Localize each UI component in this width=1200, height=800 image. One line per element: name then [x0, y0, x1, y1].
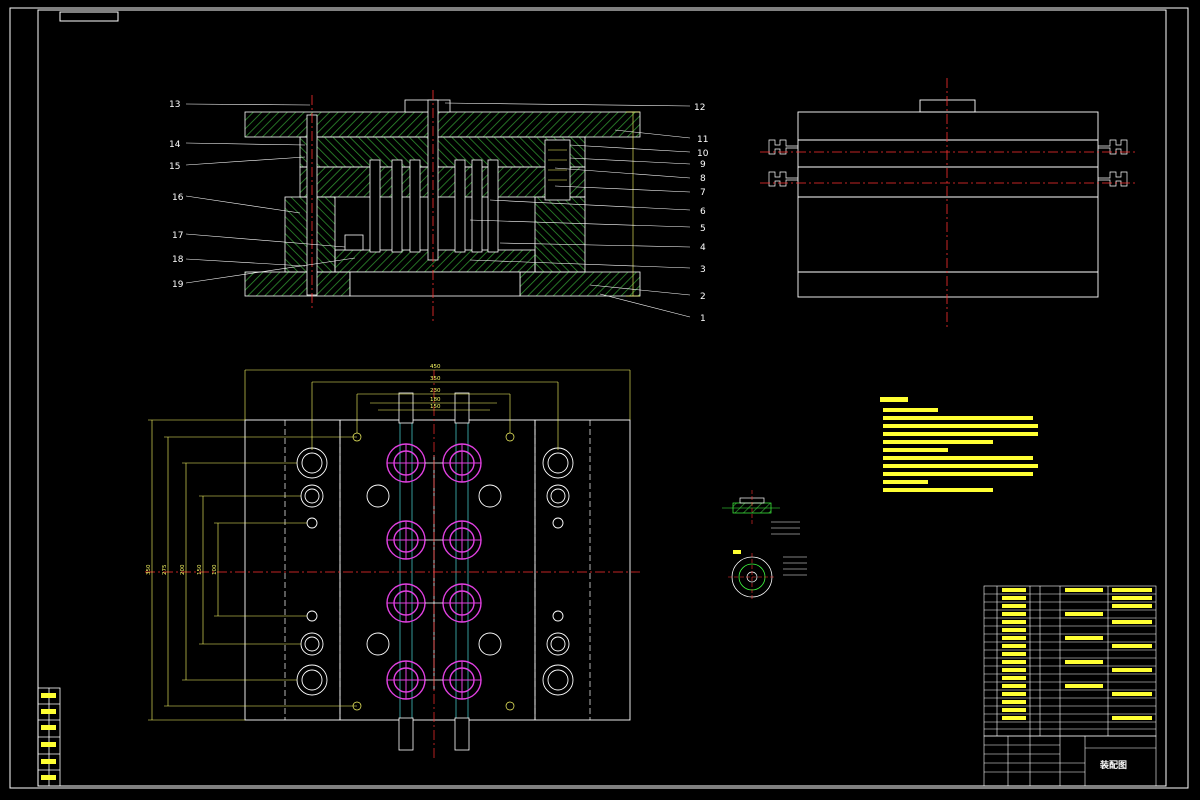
drawing-title: 装配图: [1099, 759, 1127, 771]
parts-list-entries: [1002, 588, 1152, 720]
dim-top-3: 230: [430, 388, 441, 394]
callout-16: 16: [172, 193, 184, 203]
plan-top-dimension-texts: 450 350 230 180 150: [430, 364, 441, 410]
plan-view: [145, 370, 640, 760]
callout-18: 18: [172, 255, 184, 265]
callout-5: 5: [700, 224, 706, 234]
dim-left-2: 275: [162, 564, 168, 575]
leader-lines-right: [444, 102, 691, 318]
technical-notes: [880, 397, 1038, 492]
callout-1: 1: [700, 314, 706, 324]
sheet-frame: [9, 7, 1189, 789]
dim-left-1: 350: [146, 564, 152, 575]
dim-top-1: 450: [430, 364, 441, 370]
callout-4: 4: [700, 243, 706, 253]
callout-12: 12: [694, 103, 705, 113]
side-stamp-boxes: [37, 687, 61, 787]
dim-top-2: 350: [430, 376, 441, 382]
side-view: [797, 99, 1099, 298]
side-view-water-fittings: [768, 139, 1128, 187]
dim-left-5: 100: [212, 564, 218, 575]
part-detail: [722, 490, 807, 601]
section-callouts-right: 12 11 10 9 8 7 6 5 4 3 2 1: [694, 103, 709, 324]
dim-left-4: 150: [197, 564, 203, 575]
callout-19: 19: [172, 280, 184, 290]
section-callouts-left: 13 14 15 16 17 18 19: [169, 100, 184, 290]
section-view: [244, 90, 641, 322]
plan-left-dimension-texts: 350 275 200 150 100: [146, 564, 218, 575]
plan-dimension-lines: [148, 369, 631, 721]
callout-14: 14: [169, 140, 181, 150]
callout-6: 6: [700, 207, 706, 217]
dim-left-3: 200: [180, 564, 186, 575]
callout-7: 7: [700, 188, 706, 198]
side-stamp-marks: [41, 693, 56, 780]
callout-9: 9: [700, 160, 706, 170]
side-view-centerline: [760, 78, 1135, 328]
callout-15: 15: [169, 162, 180, 172]
title-block: [983, 735, 1157, 787]
callout-17: 17: [172, 231, 183, 241]
dim-top-4: 180: [430, 397, 441, 403]
callout-2: 2: [700, 292, 706, 302]
callout-3: 3: [700, 265, 706, 275]
parts-list: [983, 585, 1157, 737]
dim-top-5: 150: [430, 404, 441, 410]
callout-11: 11: [697, 135, 708, 145]
callout-8: 8: [700, 174, 706, 184]
leader-lines-left: [185, 103, 356, 284]
callout-13: 13: [169, 100, 180, 110]
callout-10: 10: [697, 149, 709, 159]
